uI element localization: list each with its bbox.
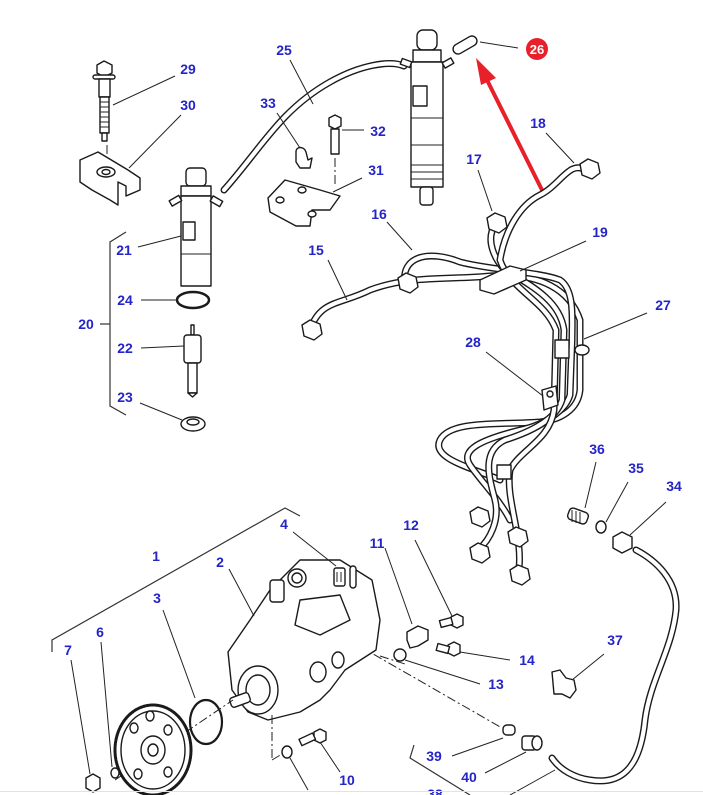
label-12[interactable]: 12	[403, 517, 419, 533]
callout-badge-26[interactable]: 26	[526, 38, 548, 60]
label-36[interactable]: 36	[589, 441, 605, 457]
label-21[interactable]: 21	[116, 242, 132, 258]
label-6[interactable]: 6	[96, 624, 104, 640]
label-33[interactable]: 33	[260, 95, 276, 111]
label-25[interactable]: 25	[276, 42, 292, 58]
label-24[interactable]: 24	[117, 292, 133, 308]
pump-gear-drawing[interactable]	[113, 703, 193, 795]
label-11[interactable]: 11	[370, 535, 385, 551]
label-27[interactable]: 27	[655, 297, 671, 313]
clip-37-drawing[interactable]	[551, 669, 577, 699]
label-30[interactable]: 30	[180, 97, 196, 113]
label-1[interactable]: 1	[152, 548, 160, 564]
o-ring-24-drawing[interactable]	[175, 290, 211, 310]
label-15[interactable]: 15	[308, 242, 324, 258]
adapter-36-drawing[interactable]	[566, 507, 590, 525]
label-19[interactable]: 19	[592, 224, 608, 240]
seal-washer-23-drawing[interactable]	[180, 416, 206, 432]
leak-off-connector-26-drawing[interactable]	[451, 34, 479, 56]
label-39[interactable]: 39	[426, 748, 442, 764]
return-pipe-38-drawing[interactable]	[548, 546, 680, 785]
label-40[interactable]: 40	[461, 769, 477, 785]
bracket-31-drawing[interactable]	[267, 179, 341, 227]
injection-pump-2-drawing[interactable]	[227, 559, 381, 721]
assembly-bracket-38	[409, 744, 471, 795]
injection-pipes-drawing[interactable]	[301, 158, 601, 586]
nut-7-drawing[interactable]	[85, 773, 101, 793]
hose-clip-33-drawing[interactable]	[295, 146, 313, 169]
label-23[interactable]: 23	[117, 389, 133, 405]
washer-10-drawing[interactable]	[281, 745, 293, 759]
o-ring-3-drawing[interactable]	[188, 698, 224, 746]
washer-6-drawing[interactable]	[110, 767, 120, 779]
lock-washer-13-drawing[interactable]	[393, 648, 407, 662]
label-28[interactable]: 28	[465, 334, 481, 350]
part-labels: 29 30 25 33 32 31 18 17 16 19 21 15 24 2…	[64, 42, 682, 795]
label-16[interactable]: 16	[371, 206, 387, 222]
label-26: 26	[530, 42, 544, 57]
label-38[interactable]: 38	[427, 786, 443, 795]
label-29[interactable]: 29	[180, 61, 196, 77]
label-22[interactable]: 22	[117, 340, 133, 356]
label-34[interactable]: 34	[666, 478, 682, 494]
leak-off-hose-25-drawing[interactable]	[220, 60, 408, 194]
injector-main-drawing[interactable]	[399, 29, 455, 206]
label-13[interactable]: 13	[488, 676, 504, 692]
sleeve-39-drawing[interactable]	[502, 724, 516, 736]
bracket-11-drawing[interactable]	[406, 625, 429, 649]
label-7[interactable]: 7	[64, 642, 72, 658]
label-2[interactable]: 2	[216, 554, 224, 570]
label-32[interactable]: 32	[370, 123, 386, 139]
injector-holder-21-drawing[interactable]	[168, 167, 224, 287]
bolt-12-drawing[interactable]	[438, 613, 464, 629]
solenoid-connector-4-drawing[interactable]	[333, 565, 357, 589]
label-37[interactable]: 37	[607, 632, 623, 648]
label-17[interactable]: 17	[466, 151, 482, 167]
adapter-40-drawing[interactable]	[521, 735, 543, 751]
bolt-32-drawing[interactable]	[328, 114, 342, 155]
label-35[interactable]: 35	[628, 460, 644, 476]
label-4[interactable]: 4	[280, 516, 288, 532]
label-18[interactable]: 18	[530, 115, 546, 131]
bolt-29-drawing[interactable]	[92, 60, 116, 142]
bolt-14-drawing[interactable]	[435, 641, 461, 657]
red-highlight-arrow	[476, 58, 545, 193]
label-3[interactable]: 3	[153, 590, 161, 606]
nozzle-22-drawing[interactable]	[183, 324, 202, 398]
bottom-divider	[0, 791, 703, 792]
label-10[interactable]: 10	[339, 772, 355, 788]
injector-clamp-30-drawing[interactable]	[79, 151, 141, 206]
assembly-bracket-20	[109, 231, 127, 416]
label-20[interactable]: 20	[78, 316, 94, 332]
assembly-bracket-1	[51, 507, 301, 652]
union-nut-34-drawing[interactable]	[612, 531, 633, 554]
label-14[interactable]: 14	[519, 652, 535, 668]
seal-35-drawing[interactable]	[595, 520, 607, 534]
bolt-10-drawing[interactable]	[298, 728, 327, 747]
label-31[interactable]: 31	[368, 162, 384, 178]
